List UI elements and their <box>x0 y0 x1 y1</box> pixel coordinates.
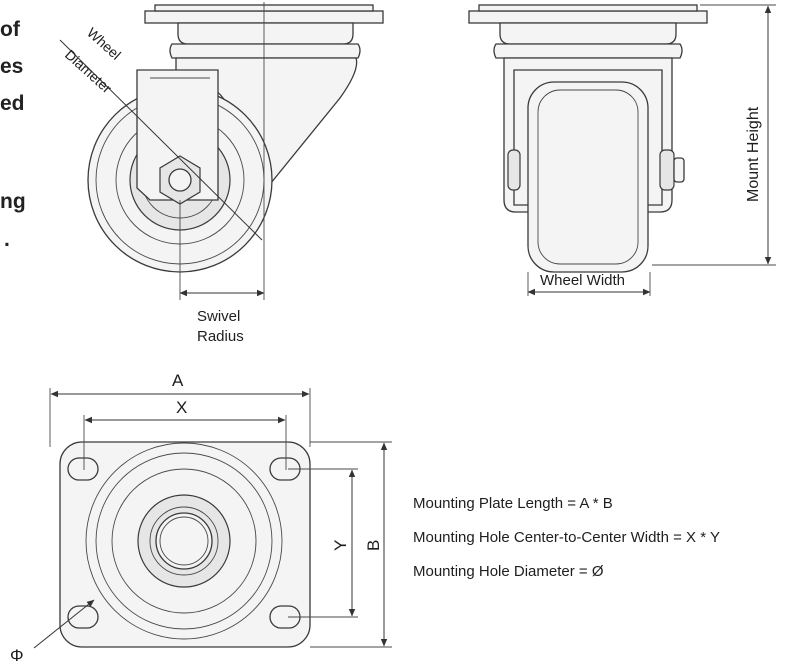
mounting-plate-view: A X Y B Φ <box>10 371 392 664</box>
plate-ring-1 <box>85 442 283 640</box>
plate-kingpin-ring <box>149 506 219 576</box>
cropped-text-line-4: ng <box>0 190 26 213</box>
side-swivel-raceway <box>177 22 354 45</box>
front-wheel <box>527 81 649 273</box>
dim-x-label: X <box>176 398 187 417</box>
legend-hole-diameter: Mounting Hole Diameter = Ø <box>413 563 604 580</box>
dim-y-label: Y <box>331 540 350 551</box>
front-axle-nut-left <box>507 149 521 191</box>
legend-hole-spacing: Mounting Hole Center-to-Center Width = X… <box>413 529 720 546</box>
dim-b-label: B <box>364 540 383 551</box>
cropped-text-line-2: es <box>0 55 23 78</box>
plate-kingpin <box>155 512 213 570</box>
dim-phi-label: Φ <box>10 646 24 664</box>
wheel-diameter-leader <box>59 39 263 241</box>
plate-ring-3 <box>111 468 257 614</box>
front-axle-bolt-end <box>673 157 685 183</box>
mounting-hole-bottom-left <box>67 605 99 629</box>
plate-ring-2 <box>95 452 273 630</box>
swivel-radius-label-1: Swivel <box>197 308 240 325</box>
front-top-plate <box>468 10 708 24</box>
cropped-text-line-5: . <box>4 228 10 251</box>
front-swivel-ring <box>493 43 683 59</box>
side-axle-bolt <box>168 168 192 192</box>
cropped-text-line-3: ed <box>0 92 25 115</box>
wheel-width-label: Wheel Width <box>540 272 625 289</box>
legend-plate-length: Mounting Plate Length = A * B <box>413 495 613 512</box>
cropped-paragraph-text: of es ed ng . <box>0 18 26 251</box>
dim-phi-leader <box>33 599 95 649</box>
front-wheel-tread-line <box>537 89 639 265</box>
front-axle-nut-right <box>659 149 675 191</box>
front-swivel-raceway <box>499 22 677 45</box>
swivel-radius-label-2: Radius <box>197 328 244 345</box>
plate-kingpin-inner <box>159 516 209 566</box>
cropped-text-line-1: of <box>0 18 21 41</box>
side-view-caster: Wheel Diameter Swivel Radius <box>59 2 384 345</box>
front-view-caster: Wheel Width Mount Height <box>468 4 776 296</box>
mounting-hole-top-left <box>67 457 99 481</box>
front-top-plate-lip <box>478 4 698 12</box>
wheel-diameter-label-1: Wheel <box>84 24 124 62</box>
mount-height-label: Mount Height <box>745 106 762 202</box>
side-swivel-ring <box>169 43 361 59</box>
dim-a-label: A <box>172 371 184 390</box>
